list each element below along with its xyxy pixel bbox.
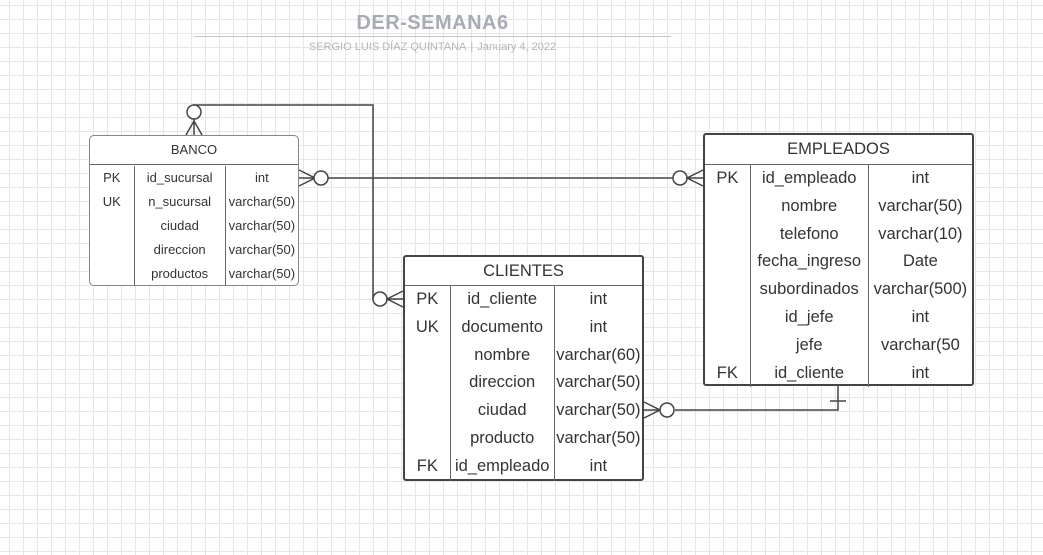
- field-column: id_empleado nombre telefono fecha_ingres…: [749, 165, 868, 388]
- key-cell: FK: [416, 456, 438, 475]
- entity-title: EMPLEADOS: [705, 135, 972, 165]
- field-cell: id_empleado: [761, 169, 857, 187]
- subtitle-separator: |: [470, 41, 474, 53]
- field-cell: id_cliente: [467, 290, 538, 308]
- field-cell: direccion: [469, 373, 536, 392]
- key-cell: [705, 193, 750, 221]
- type-cell: varchar(50): [228, 242, 296, 257]
- banco-crow-foot: [185, 119, 203, 136]
- field-cell: documento: [461, 317, 543, 336]
- key-column: PK UK: [90, 166, 134, 286]
- type-cell: varchar(60): [556, 345, 641, 364]
- field-cell: productos: [151, 266, 209, 281]
- type-cell: varchar(50: [880, 335, 960, 354]
- type-cell: int: [589, 317, 608, 336]
- key-cell: FK: [716, 363, 738, 382]
- key-cell: [90, 262, 134, 286]
- type-column: int varchar(50) varchar(50) varchar(50) …: [224, 166, 298, 286]
- field-cell: fecha_ingreso: [757, 252, 862, 271]
- title-underline: [194, 36, 671, 37]
- key-cell: PK: [416, 290, 439, 308]
- field-cell: subordinados: [759, 280, 859, 299]
- key-cell: [90, 214, 134, 238]
- date-label: January 4, 2022: [477, 41, 557, 53]
- type-cell: int: [589, 290, 608, 308]
- entity-title: BANCO: [90, 136, 298, 165]
- key-cell: UK: [415, 317, 439, 336]
- diagram-subtitle: SERGIO LUIS DÍAZ QUINTANA|January 4, 202…: [194, 41, 671, 53]
- banco-right-circle: [313, 170, 329, 186]
- clientes-right-crow-foot: [643, 401, 662, 419]
- key-cell: [705, 221, 750, 249]
- key-cell: [705, 248, 750, 276]
- field-cell: jefe: [795, 335, 823, 354]
- key-cell: [705, 276, 750, 304]
- author-label: SERGIO LUIS DÍAZ QUINTANA: [308, 41, 467, 53]
- key-cell: [705, 332, 750, 360]
- key-cell: PK: [103, 170, 121, 185]
- type-cell: varchar(50): [556, 373, 641, 392]
- type-cell: varchar(10): [878, 224, 963, 243]
- field-column: id_sucursal n_sucursal ciudad direccion …: [133, 166, 225, 286]
- type-cell: varchar(50): [228, 266, 296, 281]
- entity-clientes[interactable]: CLIENTES PK UK FK id_cliente documento n…: [403, 255, 644, 481]
- clientes-optional-circle: [372, 291, 388, 307]
- key-cell: [405, 369, 450, 397]
- key-cell: [405, 425, 450, 453]
- empleados-left-crow-foot: [685, 169, 704, 187]
- type-cell: int: [589, 456, 608, 475]
- key-cell: [405, 397, 450, 425]
- type-cell: varchar(50): [228, 218, 296, 233]
- key-cell: [405, 342, 450, 370]
- type-column: int int varchar(60) varchar(50) varchar(…: [553, 286, 642, 481]
- type-cell: Date: [902, 252, 938, 271]
- clientes-right-circle: [659, 402, 675, 418]
- type-cell: varchar(500): [873, 280, 968, 299]
- type-cell: varchar(50): [878, 196, 963, 215]
- type-column: int varchar(50) varchar(10) Date varchar…: [867, 165, 972, 388]
- empleados-left-circle: [672, 170, 688, 186]
- field-cell: producto: [470, 428, 535, 447]
- field-cell: ciudad: [477, 401, 527, 420]
- type-cell: varchar(50): [228, 194, 296, 209]
- type-cell: int: [254, 170, 269, 185]
- banco-right-crow-foot: [298, 169, 317, 187]
- key-cell: [90, 238, 134, 262]
- type-cell: int: [911, 363, 930, 382]
- diagram-title[interactable]: DER-SEMANA6: [356, 12, 509, 34]
- key-cell: [705, 304, 750, 332]
- field-cell: nombre: [474, 345, 531, 364]
- field-cell: nombre: [781, 196, 838, 215]
- field-cell: ciudad: [160, 218, 199, 233]
- key-cell: UK: [102, 194, 121, 209]
- type-cell: int: [911, 307, 930, 326]
- banco-optional-circle: [186, 104, 202, 120]
- type-cell: varchar(50): [556, 428, 641, 447]
- key-column: PK FK: [705, 165, 750, 387]
- entity-empleados[interactable]: EMPLEADOS PK FK id_empleado nombre telef…: [703, 133, 974, 388]
- field-cell: direccion: [153, 242, 206, 257]
- entity-banco[interactable]: BANCO PK UK id_sucursal n_sucursal ciuda…: [89, 135, 299, 286]
- field-column: id_cliente documento nombre direccion ci…: [449, 286, 554, 481]
- diagram-header: DER-SEMANA6 SERGIO LUIS DÍAZ QUINTANA|Ja…: [194, 10, 671, 53]
- field-cell: id_cliente: [774, 363, 845, 382]
- key-cell: PK: [716, 169, 739, 187]
- field-cell: id_sucursal: [146, 170, 213, 185]
- field-cell: id_jefe: [784, 307, 834, 326]
- type-cell: int: [911, 169, 930, 187]
- entity-title: CLIENTES: [405, 257, 642, 286]
- field-cell: n_sucursal: [148, 194, 212, 209]
- clientes-crow-foot: [385, 290, 404, 308]
- field-cell: id_empleado: [454, 456, 550, 475]
- clientes-empleados-line: [675, 386, 839, 411]
- type-cell: varchar(50): [556, 401, 641, 420]
- key-column: PK UK FK: [405, 286, 450, 481]
- field-cell: telefono: [779, 224, 839, 243]
